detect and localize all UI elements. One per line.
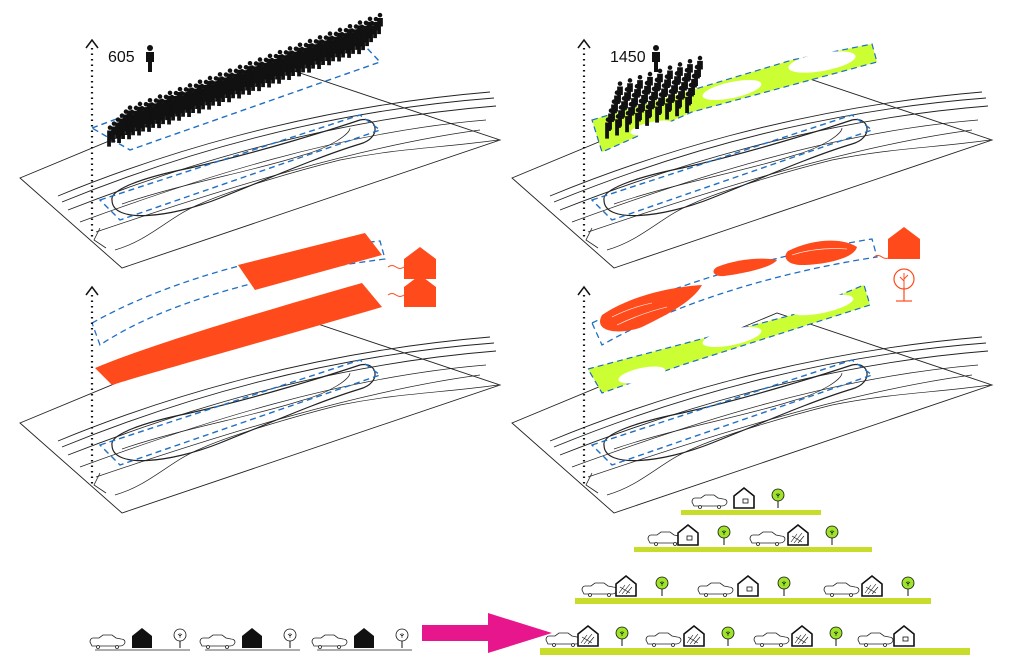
people-count-label-top-right: 1450 <box>610 49 646 66</box>
person-icon <box>377 12 383 35</box>
built-blob-3 <box>785 240 857 265</box>
built-blob-2 <box>713 258 777 277</box>
built-slab-lower <box>95 283 382 385</box>
people-count-label-top-left: 605 <box>108 49 135 66</box>
panel-top-left <box>19 12 501 269</box>
up-arrow-icon <box>85 38 99 49</box>
strip-current <box>89 628 412 651</box>
person-icon <box>146 45 154 72</box>
built-blob-1 <box>600 285 702 332</box>
house-icon <box>404 275 436 307</box>
right-arrow-icon <box>422 613 552 653</box>
house-icon <box>888 227 920 259</box>
panel-middle-left <box>19 233 501 514</box>
panel-top-right <box>511 38 993 269</box>
house-icon <box>404 247 436 279</box>
up-arrow-icon <box>85 285 99 296</box>
built-slab-upper <box>238 233 382 290</box>
up-arrow-icon <box>577 285 591 296</box>
person-icon <box>652 45 660 72</box>
panel-middle-right <box>511 227 993 514</box>
tree-icon <box>893 268 915 302</box>
up-arrow-icon <box>577 38 591 49</box>
person-icon <box>697 55 703 78</box>
strip-future <box>540 487 970 655</box>
